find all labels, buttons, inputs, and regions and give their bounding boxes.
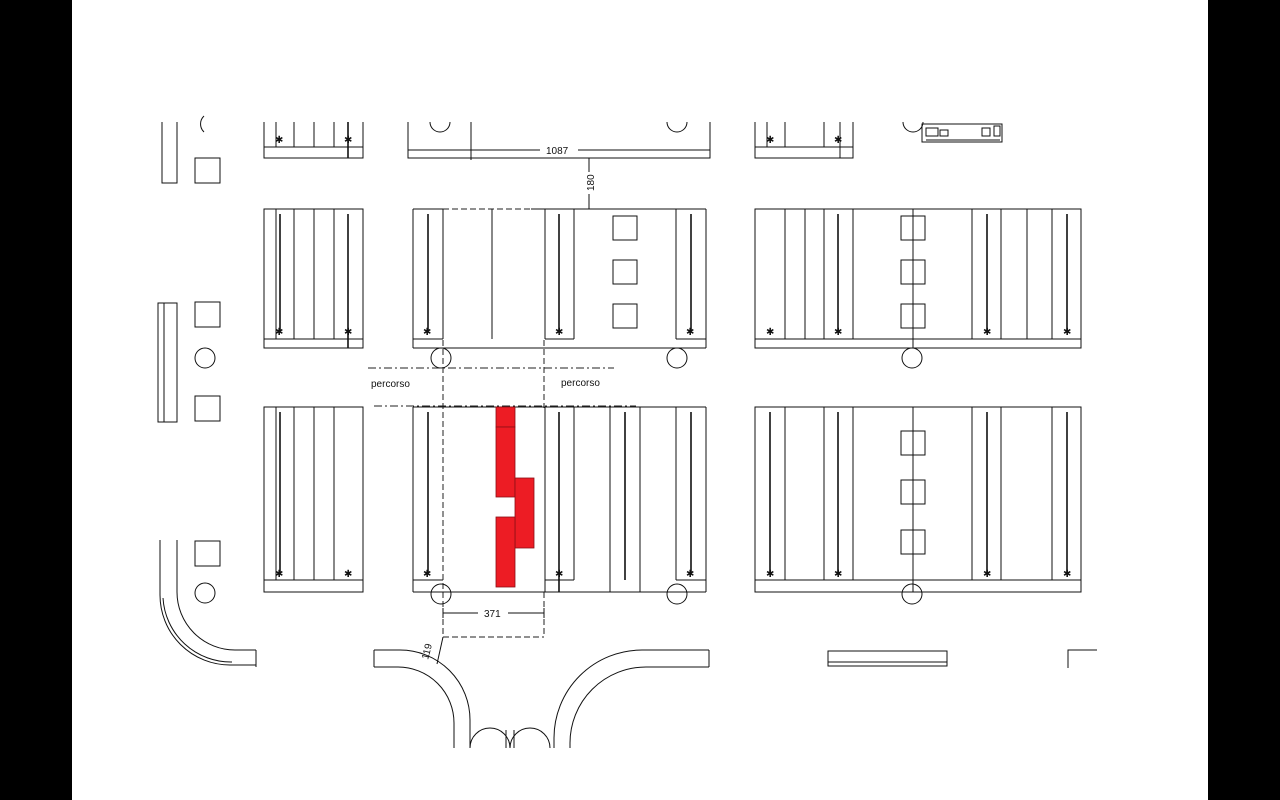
- highlighted-stand[interactable]: [495, 406, 535, 588]
- floor-plan-sheet: [72, 0, 1208, 800]
- middle-row-stands: ✱ ✱ ✱ ✱ ✱: [263, 208, 1082, 369]
- left-wall-elements: [157, 115, 257, 667]
- svg-text:✱: ✱: [766, 135, 774, 146]
- svg-text:✱: ✱: [1063, 327, 1071, 338]
- svg-text:✱: ✱: [834, 327, 842, 338]
- svg-text:✱: ✱: [275, 135, 283, 146]
- dimensions-bottom: 371 119: [420, 608, 545, 665]
- dim-1087-label: 1087: [546, 146, 569, 157]
- svg-text:✱: ✱: [555, 569, 563, 580]
- svg-text:✱: ✱: [344, 135, 352, 146]
- svg-text:✱: ✱: [344, 327, 352, 338]
- svg-text:✱: ✱: [1063, 569, 1071, 580]
- bottom-row-stands: ✱ ✱ ✱ ✱ ✱: [263, 406, 1082, 605]
- svg-text:✱: ✱: [275, 569, 283, 580]
- svg-text:✱: ✱: [834, 569, 842, 580]
- path-label-left: percorso: [371, 379, 410, 390]
- svg-text:✱: ✱: [834, 135, 842, 146]
- svg-text:✱: ✱: [983, 327, 991, 338]
- svg-text:✱: ✱: [275, 327, 283, 338]
- path-label-right: percorso: [561, 378, 600, 389]
- walking-path: percorso percorso: [368, 340, 636, 638]
- svg-text:✱: ✱: [766, 569, 774, 580]
- svg-text:✱: ✱: [983, 569, 991, 580]
- dim-180-label: 180: [586, 174, 597, 191]
- svg-text:✱: ✱: [555, 327, 563, 338]
- dim-119-label: 119: [420, 642, 435, 661]
- dimensions-top: 1087 180: [407, 144, 711, 209]
- top-row-stands: ✱ ✱ ✱ ✱: [263, 121, 1003, 160]
- entrance: [373, 649, 1097, 749]
- svg-text:✱: ✱: [686, 569, 694, 580]
- dim-371-label: 371: [484, 609, 501, 620]
- svg-text:✱: ✱: [423, 327, 431, 338]
- svg-text:✱: ✱: [766, 327, 774, 338]
- svg-text:✱: ✱: [686, 327, 694, 338]
- svg-text:✱: ✱: [423, 569, 431, 580]
- svg-text:✱: ✱: [344, 569, 352, 580]
